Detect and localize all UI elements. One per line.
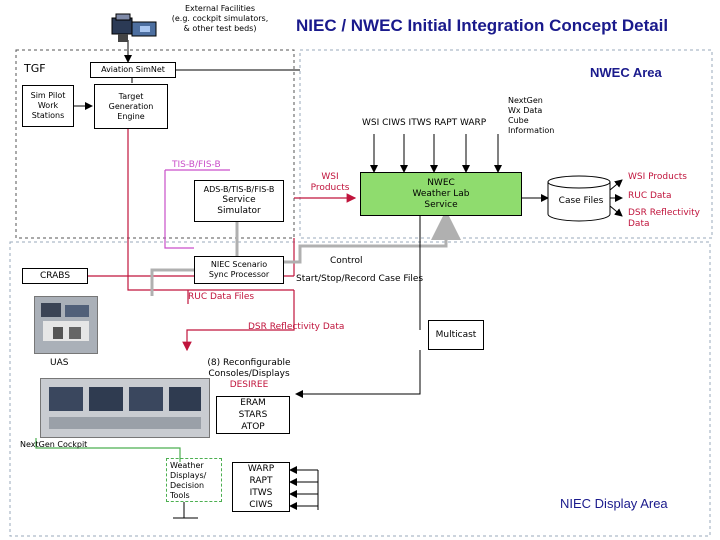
wx-inputs-label: WSI CIWS ITWS RAPT WARP xyxy=(362,118,487,128)
dsr-reflectivity-label: DSR Reflectivity Data xyxy=(248,322,345,332)
wsi-products-left-label: WSI Products xyxy=(306,172,354,194)
console-stack-eram: ERAM xyxy=(240,398,266,408)
wsi-products-left-line1: WSI xyxy=(321,172,339,182)
page-title: NIEC / NWEC Initial Integration Concept … xyxy=(296,16,669,35)
wsi-products-right-label: WSI Products xyxy=(628,172,687,182)
target-gen-line3: Engine xyxy=(117,111,145,121)
tisfisb-line xyxy=(164,170,194,249)
nextgen-cube-line1: NextGen xyxy=(508,96,543,105)
wx-stack: WARP RAPT ITWS CIWS xyxy=(232,462,290,512)
nwec-area-label: NWEC Area xyxy=(590,65,662,80)
tisfisb-label: TIS-B/FIS-B xyxy=(172,160,221,170)
weather-displays-box: Weather Displays/ Decision Tools xyxy=(166,458,222,502)
gray-connector-scenario xyxy=(194,222,239,260)
external-facilities-label: External Facilities (e.g. cockpit simula… xyxy=(160,4,280,34)
adsb-simulator-box: ADS-B/TIS-B/FIS-B Service Simulator xyxy=(194,180,284,222)
wx-stack-itws: ITWS xyxy=(249,488,273,498)
multicast-label: Multicast xyxy=(435,329,477,340)
multicast-to-consoles xyxy=(295,350,421,398)
weather-displays-line1: Weather xyxy=(170,461,204,470)
adsb-line2: Service xyxy=(222,195,256,205)
nextgen-cube-line4: Information xyxy=(508,126,555,135)
weather-displays-line4: Tools xyxy=(170,491,190,500)
tgf-label: TGF xyxy=(24,62,46,75)
aviation-simnet-box: Aviation SimNet xyxy=(90,62,176,78)
consoles-label: (8) Reconfigurable Consoles/Displays DES… xyxy=(194,358,304,391)
external-line2: (e.g. cockpit simulators, xyxy=(171,14,269,23)
nextgen-cockpit-label: NextGen Cockpit xyxy=(20,440,88,449)
dsr-right-line1: DSR Reflectivity xyxy=(628,208,701,218)
console-displays-image xyxy=(40,378,210,438)
console-stack: ERAM STARS ATOP xyxy=(216,396,290,434)
nwec-lab-line2: Weather Lab xyxy=(412,188,470,199)
console-stack-atop: ATOP xyxy=(241,422,265,432)
wx-stack-rapt: RAPT xyxy=(249,476,273,486)
ruc-data-files-label: RUC Data Files xyxy=(188,292,255,302)
niec-area-frame xyxy=(9,241,711,537)
console-stack-stars: STARS xyxy=(238,410,268,420)
external-line3: & other test beds) xyxy=(183,24,257,33)
weather-displays-line2: Displays/ xyxy=(170,471,207,480)
consoles-line2: Consoles/Displays xyxy=(208,369,290,379)
niec-display-area-label: NIEC Display Area xyxy=(560,496,668,511)
sim-pilot-line2: Work xyxy=(37,101,59,110)
wx-stack-ciws: CIWS xyxy=(249,500,273,510)
wx-stack-warp: WARP xyxy=(247,464,275,474)
target-gen-line1: Target xyxy=(118,91,144,101)
gray-connector-left xyxy=(150,268,194,296)
nwec-area-frame xyxy=(299,49,713,239)
wsi-products-left-line2: Products xyxy=(310,183,350,193)
case-files-cylinder xyxy=(546,174,612,224)
red-line-dsr xyxy=(182,290,295,352)
niec-scenario-line2: Sync Processor xyxy=(208,270,270,279)
consoles-line1: (8) Reconfigurable xyxy=(207,358,291,368)
nextgen-cube-label: NextGen Wx Data Cube Information xyxy=(508,96,554,136)
nwec-lab-line3: Service xyxy=(424,199,458,210)
nextgen-cube-line3: Cube xyxy=(508,116,529,125)
red-line-main xyxy=(127,129,294,291)
case-files-label: Case Files xyxy=(558,196,604,206)
external-facilities-icon xyxy=(106,10,162,44)
multicast-box: Multicast xyxy=(428,320,484,350)
adsb-line3: Simulator xyxy=(217,206,261,216)
weather-displays-line3: Decision xyxy=(170,481,205,490)
crabs-label: CRABS xyxy=(39,270,71,281)
green-line-cockpit xyxy=(35,438,181,462)
crabs-box: CRABS xyxy=(22,268,88,284)
niec-scenario-box: NIEC Scenario Sync Processor xyxy=(194,256,284,284)
dsr-right-line2: Data xyxy=(628,219,650,229)
aviation-simnet-label: Aviation SimNet xyxy=(101,65,165,74)
sim-pilot-line3: Stations xyxy=(31,111,65,120)
target-gen-line2: Generation xyxy=(108,101,154,111)
start-stop-label: Start/Stop/Record Case Files xyxy=(296,274,424,284)
adsb-line1: ADS-B/TIS-B/FIS-B xyxy=(203,185,275,194)
nextgen-cube-line2: Wx Data xyxy=(508,106,543,115)
nwec-weather-lab-box: NWEC Weather Lab Service xyxy=(360,172,522,216)
external-line1: External Facilities xyxy=(184,4,256,13)
nwec-lab-line1: NWEC xyxy=(427,177,455,188)
target-generation-box: Target Generation Engine xyxy=(94,84,168,129)
cockpit-simulator-image xyxy=(34,296,98,354)
uas-label: UAS xyxy=(50,358,69,368)
gray-connector-control xyxy=(284,210,461,264)
sim-pilot-box: Sim Pilot Work Stations xyxy=(22,85,74,127)
niec-scenario-line1: NIEC Scenario xyxy=(210,260,268,269)
dsr-reflectivity-right-label: DSR Reflectivity Data xyxy=(628,208,700,230)
tgf-area-frame xyxy=(15,49,295,239)
control-label: Control xyxy=(330,256,363,266)
consoles-line3: DESIREE xyxy=(229,380,269,390)
sim-pilot-line1: Sim Pilot xyxy=(30,91,66,100)
ruc-data-label: RUC Data xyxy=(628,191,672,201)
